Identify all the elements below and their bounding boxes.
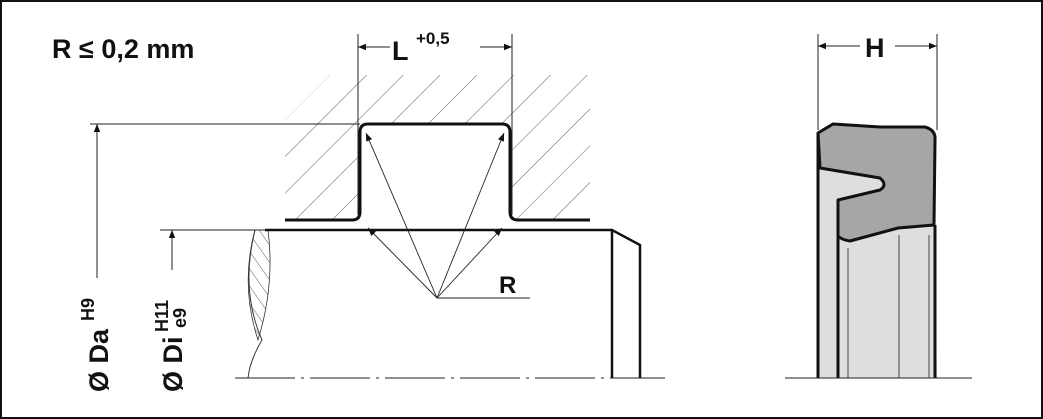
- housing-section: [285, 75, 590, 229]
- radius-note: R ≤ 0,2 mm: [52, 34, 194, 64]
- outer-diameter-tolerance: H9: [78, 298, 98, 321]
- inner-diameter-label: Ø Di: [158, 336, 188, 392]
- radius-indicator: [365, 132, 530, 299]
- groove-length-label: L: [392, 36, 409, 66]
- inner-diameter-tolerance-lower: e9: [170, 308, 190, 328]
- outer-diameter-label: Ø Da: [84, 328, 114, 392]
- inner-diameter-tolerance-upper: H11: [152, 300, 172, 332]
- groove-outline: [285, 122, 590, 222]
- seal-cross-section: [785, 122, 972, 379]
- shaft: [235, 228, 665, 379]
- seal-height-label: H: [865, 33, 885, 63]
- groove-length-tolerance: +0,5: [416, 29, 450, 48]
- outer-diameter-dimension: [90, 123, 360, 278]
- radius-label: R: [499, 272, 516, 299]
- seal-height-dimension: [817, 34, 938, 130]
